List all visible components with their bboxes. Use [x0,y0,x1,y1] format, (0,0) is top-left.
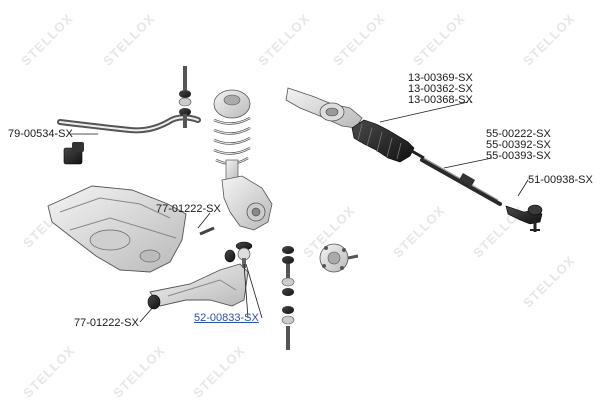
label-ball-joint[interactable]: 52-00833-SX [194,312,259,324]
stabilizer-link [178,66,192,128]
label-tierod-55-00222[interactable]: 55-00222-SX [486,128,551,140]
label-boot-13-00369[interactable]: 13-00369-SX [408,72,473,84]
tie-rod-end [505,204,543,232]
ball-joint [235,241,253,268]
leader-lines [70,101,529,323]
lower-control-arm [147,249,249,310]
steering-knuckle [221,175,273,231]
steering-rack [285,87,363,129]
label-stabilizer-link[interactable]: 79-00534-SX [8,128,73,140]
rack-boot [351,119,425,163]
stabilizer-bar [57,114,201,134]
label-boot-13-00362[interactable]: 13-00362-SX [408,83,473,95]
drop-link [281,246,295,350]
strut-assembly [213,89,251,183]
label-bushing-lower[interactable]: 77-01222-SX [74,317,139,329]
subframe [47,185,187,273]
label-bushing-upper[interactable]: 77-01222-SX [156,203,221,215]
label-tierod-55-00392[interactable]: 55-00392-SX [486,139,551,151]
label-tierod-55-00393[interactable]: 55-00393-SX [486,150,551,162]
bushing-bolt [199,226,215,236]
tie-rod [420,157,502,206]
wheel-hub [319,243,359,273]
label-tierod-end[interactable]: 51-00938-SX [528,174,593,186]
stabilizer-bushing [63,142,84,165]
label-boot-13-00368[interactable]: 13-00368-SX [408,94,473,106]
